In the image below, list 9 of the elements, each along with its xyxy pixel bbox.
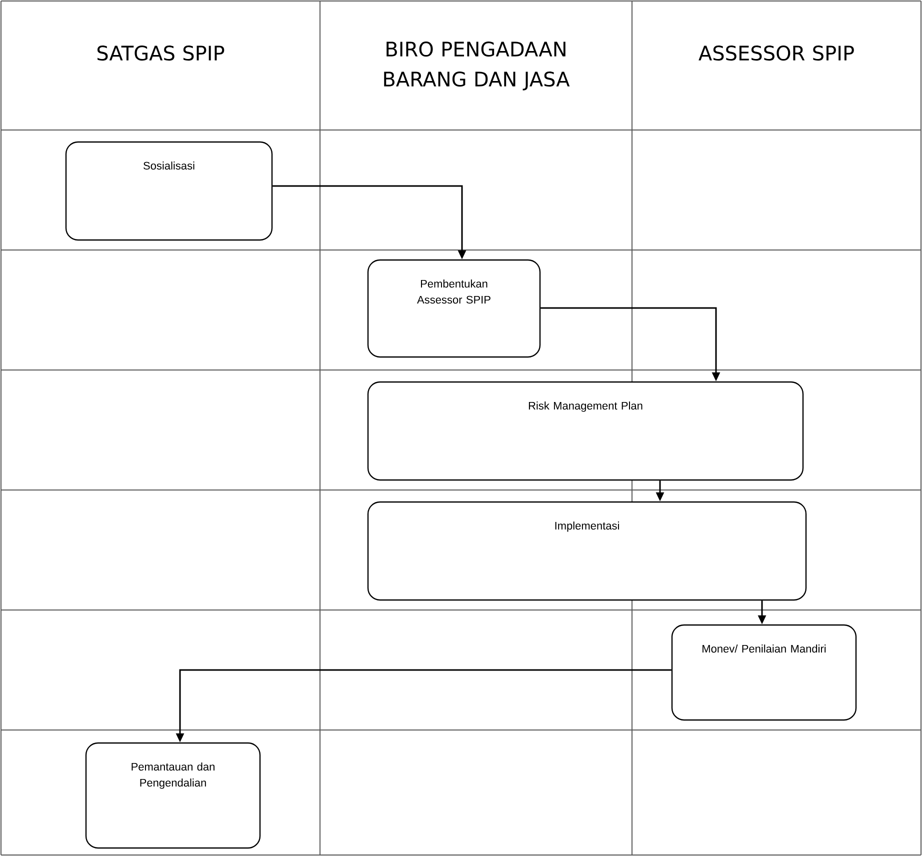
column-header: ASSESSOR SPIP (698, 46, 854, 61)
process-box: Monev/ Penilaian Mandiri (671, 624, 857, 721)
process-box: Implementasi (367, 501, 807, 601)
process-box: Risk Management Plan (367, 381, 804, 481)
column-header: BIRO PENGADAAN BARANG DAN JASA (384, 42, 570, 90)
column-header: SATGAS SPIP (97, 46, 224, 61)
process-box: Sosialisasi (65, 141, 273, 241)
process-box: Pembentukan Assessor SPIP (367, 259, 541, 358)
process-box: Pemantauan dan Pengendalian (85, 742, 261, 849)
